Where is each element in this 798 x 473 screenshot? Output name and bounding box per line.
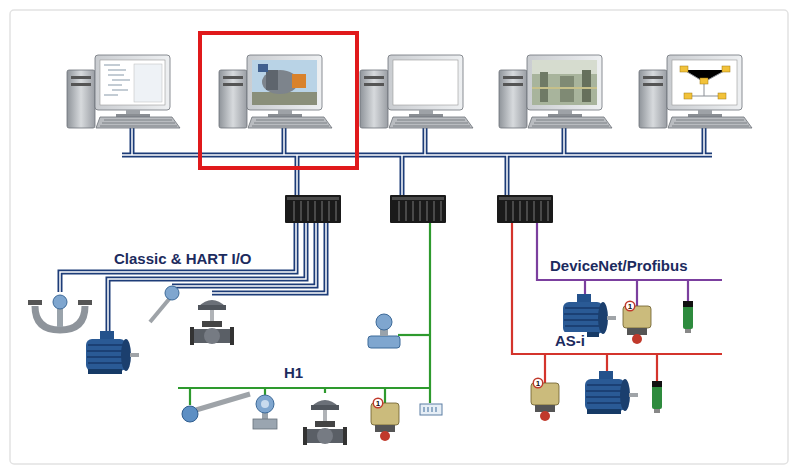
temperature-sensor xyxy=(150,286,179,322)
controller xyxy=(390,195,446,223)
control-valve xyxy=(303,400,347,445)
device-number: 1 xyxy=(626,302,635,311)
motor xyxy=(585,371,638,414)
network-cable xyxy=(60,128,712,331)
network-cable xyxy=(60,128,712,331)
asi-bus xyxy=(512,223,722,383)
workstation xyxy=(360,55,473,128)
pressure-transmitter xyxy=(253,395,277,429)
highlight-frame xyxy=(200,33,357,168)
device-number: 1 xyxy=(534,379,543,388)
proximity-sensor xyxy=(683,301,693,333)
mag-flow-meter xyxy=(368,314,400,348)
controller xyxy=(285,195,341,223)
bus-label: H1 xyxy=(282,364,305,382)
valve-positioner xyxy=(531,378,559,422)
devicenet-bus xyxy=(537,223,722,306)
workstation xyxy=(67,55,180,128)
bus-label: AS-i xyxy=(553,332,587,350)
motor xyxy=(563,294,616,337)
workstation xyxy=(639,55,752,128)
control-valve xyxy=(190,300,234,345)
workstation xyxy=(499,55,612,128)
flow-meter xyxy=(28,295,92,330)
level-probe xyxy=(182,394,250,422)
bus-label: Classic & HART I/O xyxy=(112,250,254,268)
device-number: 1 xyxy=(374,399,383,408)
bus-label: DeviceNet/Profibus xyxy=(548,257,690,275)
valve-positioner xyxy=(371,398,399,442)
motor xyxy=(86,331,139,374)
valve-positioner xyxy=(623,301,651,345)
io-module xyxy=(420,404,442,415)
proximity-sensor xyxy=(652,381,662,413)
controller xyxy=(497,195,553,223)
workstation xyxy=(219,55,332,128)
